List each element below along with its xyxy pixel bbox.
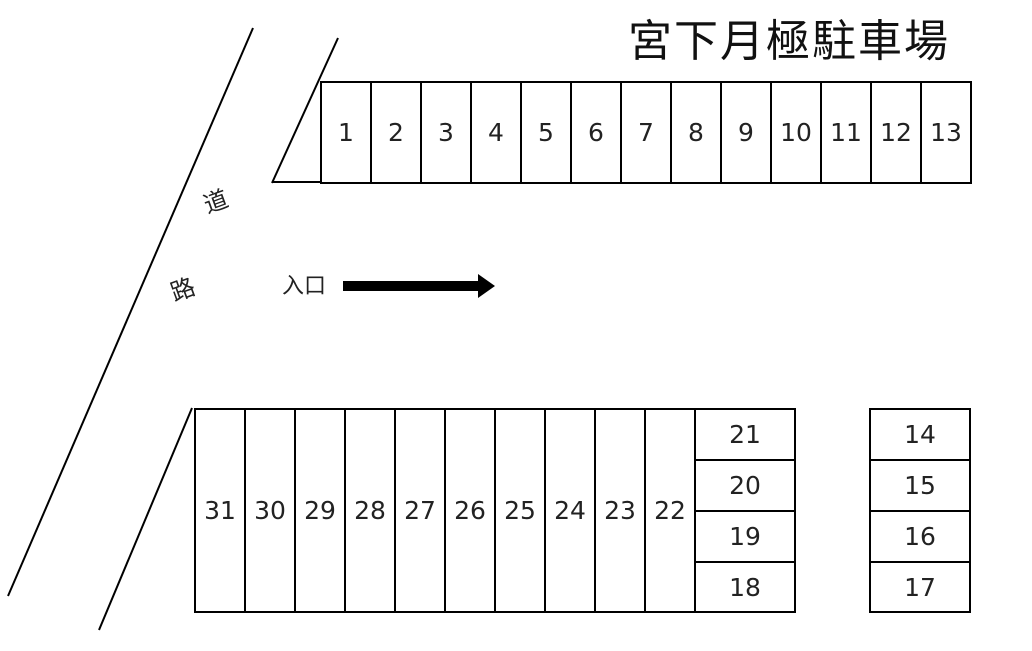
stall-30[interactable]: 30 [244, 408, 296, 613]
entrance-label: 入口 [282, 274, 327, 299]
stall-25[interactable]: 25 [494, 408, 546, 613]
stall-7[interactable]: 7 [620, 81, 672, 184]
road-edge-right-bottom [98, 407, 193, 631]
stall-24[interactable]: 24 [544, 408, 596, 613]
stall-28[interactable]: 28 [344, 408, 396, 613]
road-edge-right-top [271, 37, 339, 184]
stall-5[interactable]: 5 [520, 81, 572, 184]
stall-20[interactable]: 20 [694, 459, 796, 512]
entrance-arrow-icon [343, 274, 495, 298]
stall-19[interactable]: 19 [694, 510, 796, 563]
page-title: 宮下月極駐車場 [628, 16, 950, 67]
stall-6[interactable]: 6 [570, 81, 622, 184]
stall-8[interactable]: 8 [670, 81, 722, 184]
stall-4[interactable]: 4 [470, 81, 522, 184]
stall-27[interactable]: 27 [394, 408, 446, 613]
stall-3[interactable]: 3 [420, 81, 472, 184]
stall-10[interactable]: 10 [770, 81, 822, 184]
stall-12[interactable]: 12 [870, 81, 922, 184]
stall-13[interactable]: 13 [920, 81, 972, 184]
stall-15[interactable]: 15 [869, 459, 971, 512]
road-edge-left [7, 27, 254, 597]
stall-18[interactable]: 18 [694, 561, 796, 613]
stall-23[interactable]: 23 [594, 408, 646, 613]
stall-31[interactable]: 31 [194, 408, 246, 613]
stall-17[interactable]: 17 [869, 561, 971, 613]
stall-1[interactable]: 1 [320, 81, 372, 184]
stall-2[interactable]: 2 [370, 81, 422, 184]
stall-14[interactable]: 14 [869, 408, 971, 461]
stall-26[interactable]: 26 [444, 408, 496, 613]
stall-22[interactable]: 22 [644, 408, 696, 613]
stall-16[interactable]: 16 [869, 510, 971, 563]
stall-9[interactable]: 9 [720, 81, 772, 184]
stall-21[interactable]: 21 [694, 408, 796, 461]
stall-29[interactable]: 29 [294, 408, 346, 613]
stall-11[interactable]: 11 [820, 81, 872, 184]
